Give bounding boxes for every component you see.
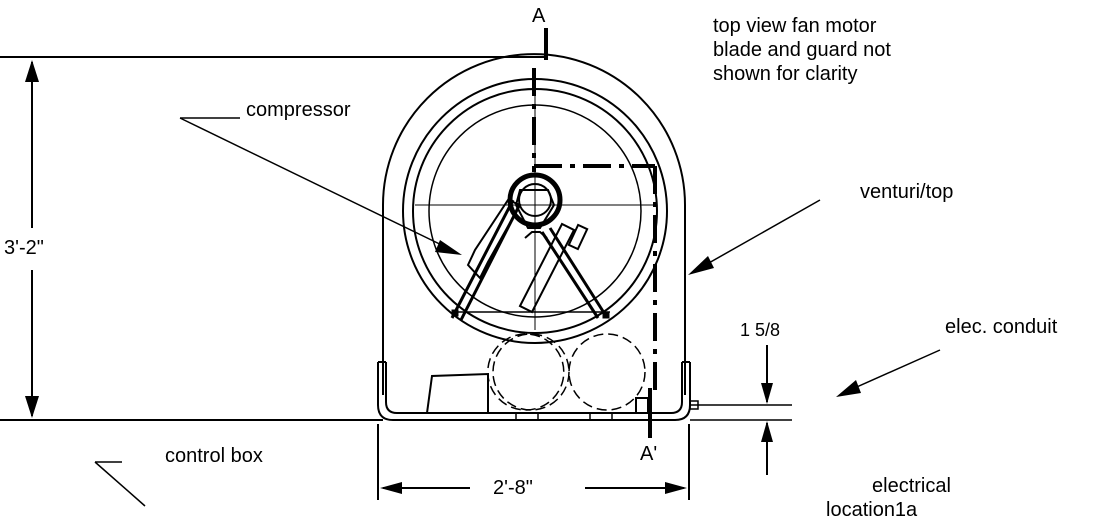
venturi-label: venturi/top [860, 181, 954, 203]
section-line [532, 28, 657, 438]
section-label-a-top: A [532, 5, 546, 27]
section-label-a-bottom: A' [640, 443, 658, 465]
leader-venturi [688, 199, 821, 275]
height-dimension-lines [0, 56, 545, 421]
hidden-tanks [487, 333, 646, 411]
note-line-2: blade and guard not [713, 39, 891, 61]
unit-top-view-drawing [0, 28, 941, 507]
offset-dimension-lines [690, 345, 792, 475]
width-dimension-label: 2'-8" [493, 477, 533, 499]
width-dimension-lines [377, 424, 690, 500]
leader-compressor [179, 117, 462, 255]
leader-conduit [836, 349, 941, 397]
control-box-shape [425, 372, 649, 421]
note-line-1: top view fan motor [713, 15, 877, 37]
offset-dimension-label: 1 5/8 [740, 320, 781, 340]
electrical-label: electrical [872, 475, 951, 497]
control-box-label: control box [165, 445, 263, 467]
electrical-cut-label: location1a [826, 499, 918, 521]
compressor-label: compressor [246, 99, 351, 121]
drawing-sheet: A top view fan motor blade and guard not… [0, 5, 1058, 521]
compressor-assembly [450, 172, 610, 321]
height-dimension-label: 3'-2" [4, 237, 44, 259]
conduit-label: elec. conduit [945, 316, 1058, 338]
leader-control-box [94, 461, 146, 507]
top-view-note: top view fan motor blade and guard not s… [713, 14, 891, 86]
note-line-3: shown for clarity [713, 63, 858, 85]
